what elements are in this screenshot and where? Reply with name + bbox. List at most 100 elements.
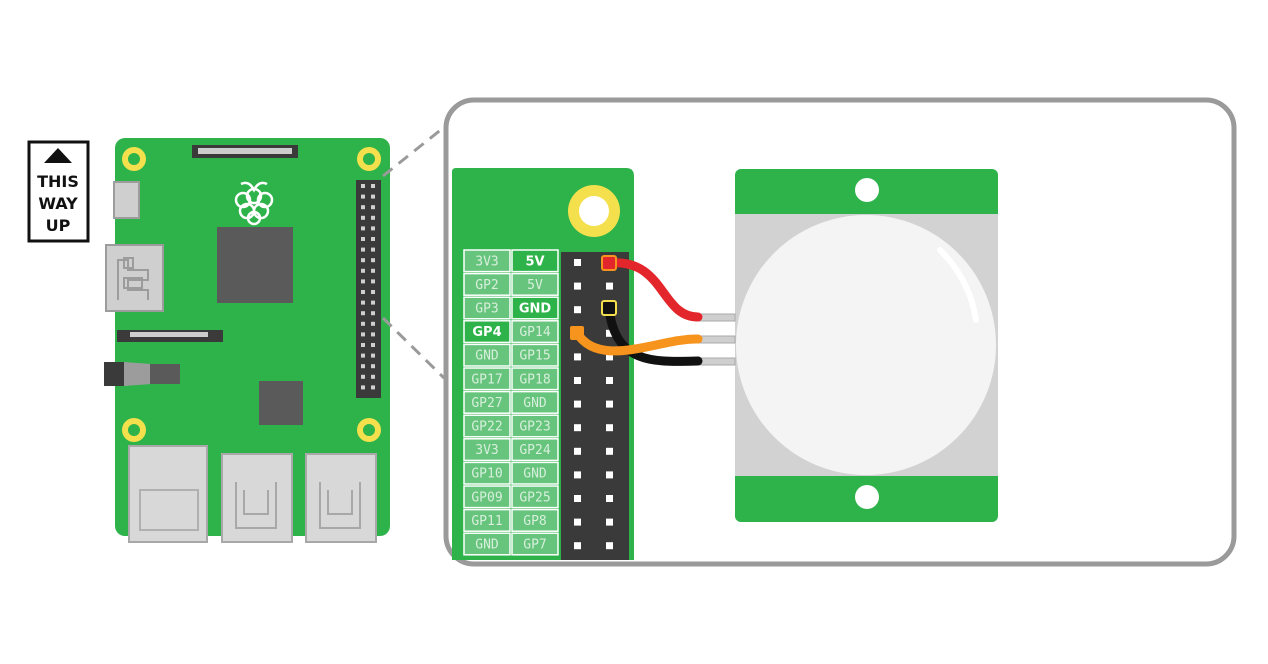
sign-line-1: THIS	[37, 172, 79, 191]
pi-header-pin	[361, 279, 365, 284]
gpio-pin	[606, 377, 613, 384]
pi-header-pin	[361, 343, 365, 347]
pin-label-5v: 5V	[527, 278, 543, 293]
pin-label-gnd: GND	[523, 396, 547, 411]
pin-label-gp17: GP17	[471, 372, 502, 387]
ground-wire	[604, 303, 703, 366]
zoomed-gpio-board: 3V3GP2GP3GP4GNDGP17GP27GP223V3GP10GP09GP…	[452, 168, 634, 560]
pi-header-pin	[361, 364, 365, 369]
pi-header-pin	[361, 332, 365, 337]
gpio-pin	[606, 400, 613, 408]
pin-label-cell	[511, 508, 559, 532]
pin-label-gp24: GP24	[519, 443, 550, 458]
gpio-pin	[606, 329, 613, 337]
pi-header-pin	[371, 300, 375, 305]
sign-line-2: WAY	[38, 194, 78, 213]
zoom-lines	[381, 122, 449, 380]
usb-chip	[259, 381, 303, 425]
pi-header-pin	[371, 332, 375, 337]
pin-label-gp7: GP7	[523, 538, 546, 553]
pi-header-pin	[371, 215, 375, 220]
gpio-pin	[606, 471, 613, 479]
mount-hole-icons	[122, 147, 381, 442]
pi-header-pin	[371, 194, 375, 199]
gpio-pin	[606, 447, 613, 455]
pi-header-pin	[371, 374, 375, 379]
pi-header-pin	[361, 353, 365, 358]
gpio-pin	[574, 377, 581, 384]
gpio-pin	[606, 282, 613, 290]
gpio-pin	[574, 518, 581, 526]
pin-label-gp23: GP23	[519, 420, 550, 435]
pin-label-cell	[463, 461, 511, 485]
gpio-pin	[574, 259, 581, 266]
gpio-pins	[574, 259, 613, 550]
gpio-pin	[606, 353, 613, 361]
pi-header-pin	[361, 374, 365, 379]
usb-port-1	[221, 453, 293, 543]
pin-label-gp3: GP3	[475, 302, 498, 317]
pin-label-gp18: GP18	[519, 372, 550, 387]
pin-label-cell	[511, 343, 559, 367]
gpio-pin	[606, 495, 613, 502]
pi-header-pin	[371, 237, 375, 241]
pi-header-pin	[371, 226, 375, 231]
gpio-pin	[574, 447, 581, 455]
usb-port-2	[305, 453, 377, 543]
pi-header-pin	[361, 258, 365, 263]
pi-header-pin	[361, 205, 365, 210]
gpio-pin	[574, 282, 581, 290]
pin-label-cell	[463, 343, 511, 367]
pi-header-pin	[371, 247, 375, 252]
pin-label-cell	[511, 414, 559, 438]
gpio-pin	[574, 400, 581, 408]
pi-header-pin	[361, 268, 365, 273]
pi-header-pin	[371, 258, 375, 263]
gpio-pin	[574, 306, 581, 314]
pin-label-gp22: GP22	[471, 420, 502, 435]
pi-header-pin	[361, 194, 365, 199]
pin-label-cell	[463, 532, 511, 556]
ethernet-port	[128, 445, 208, 543]
power-wire	[604, 258, 703, 322]
pi-header-pin	[361, 184, 365, 188]
pin-label-cell	[463, 272, 511, 296]
pin-label-gnd: GND	[519, 302, 552, 317]
pin-label-3v3: 3V3	[475, 254, 498, 269]
sign-line-3: UP	[46, 216, 71, 235]
pi-header-pin	[371, 268, 375, 273]
pin-label-cell	[463, 438, 511, 462]
pi-header-pin	[371, 205, 375, 210]
pi-header-pin	[361, 237, 365, 241]
pi-header-pin	[371, 343, 375, 347]
pin-label-cell	[511, 438, 559, 462]
pin-label-cell	[463, 485, 511, 509]
gpio-pin	[606, 518, 613, 526]
pi-header-pin	[361, 321, 365, 326]
pi-header-pin	[371, 353, 375, 358]
this-way-up-sign: THIS WAY UP	[27, 140, 90, 243]
pi-header-pin	[361, 290, 365, 294]
pin-label-gp15: GP15	[519, 349, 550, 364]
pin-label-gp8: GP8	[523, 514, 546, 529]
power-connector	[601, 255, 617, 271]
pin-label-cell	[463, 296, 511, 320]
gpio-pin	[574, 471, 581, 479]
pin-label-cell	[511, 272, 559, 296]
pi-header-pin	[371, 184, 375, 188]
pin-label-gp14: GP14	[519, 325, 550, 340]
pin-label-cell	[511, 320, 559, 344]
gpio-pin	[606, 542, 613, 550]
pin-label-gp27: GP27	[471, 396, 502, 411]
wire-connectors	[570, 255, 617, 340]
gpio-pin	[574, 424, 581, 432]
pin-label-5v: 5V	[525, 254, 544, 269]
ground-connector	[601, 300, 617, 316]
audio-jack	[104, 362, 180, 386]
pi-header-pin	[361, 247, 365, 252]
gpio-label-grid: 3V3GP2GP3GP4GNDGP17GP27GP223V3GP10GP09GP…	[463, 249, 559, 556]
pin-label-cell	[463, 367, 511, 391]
fresnel-dome	[736, 215, 996, 475]
pin-label-cell	[463, 320, 511, 344]
